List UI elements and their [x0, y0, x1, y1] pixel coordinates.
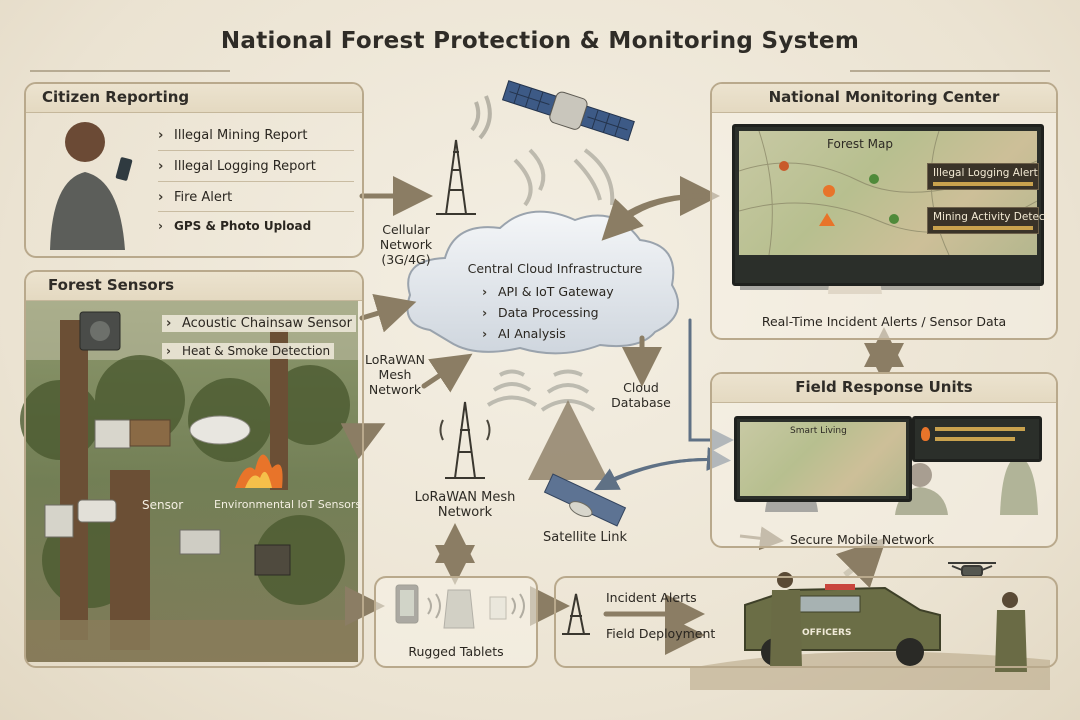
field-map: Smart Living [740, 422, 906, 496]
chevron-right-icon: › [158, 190, 164, 205]
divider [158, 211, 354, 212]
ok-marker [869, 174, 879, 184]
title-rule-left [30, 70, 230, 72]
vehicle-officers-text: OFFICERS [802, 628, 852, 638]
rugged-tablets-panel: Rugged Tablets [374, 576, 538, 668]
forest-sensors-panel: Forest Sensors › Acoustic Chainsaw Sensor… [24, 270, 364, 668]
cloud-database-label: Cloud Database [611, 380, 671, 410]
logging-alert-box: Illegal Logging Alert [927, 163, 1039, 190]
chevron-right-icon: › [158, 219, 163, 233]
field-response-title: Field Response Units [795, 378, 973, 396]
field-response-panel: Field Response Units Smart Living Secure… [710, 372, 1058, 548]
forest-map-title: Forest Map [827, 137, 893, 151]
incident-alerts-label: Incident Alerts [606, 590, 697, 605]
warning-marker [819, 213, 835, 226]
cloud-item-label: API & IoT Gateway [498, 284, 614, 299]
chevron-right-icon: › [166, 344, 171, 358]
forest-map: Forest Map [739, 131, 1037, 255]
citizen-item-logging: › Illegal Logging Report [158, 159, 316, 174]
page-title: National Forest Protection & Monitoring … [220, 28, 860, 54]
rugged-tablets-label: Rugged Tablets [408, 644, 504, 659]
lorawan-mesh-label-top: LoRaWAN Mesh Network [364, 352, 426, 397]
alert-bar [935, 427, 1025, 431]
sensor-item-label: Heat & Smoke Detection [182, 344, 331, 358]
alert-bar [933, 226, 1033, 230]
field-map-label: Smart Living [790, 426, 847, 436]
chevron-right-icon: › [158, 128, 164, 143]
divider [158, 181, 354, 182]
sensor-item-heat: › Heat & Smoke Detection [162, 343, 335, 359]
citizen-item-label: GPS & Photo Upload [174, 219, 312, 233]
forest-sensors-title: Forest Sensors [48, 276, 175, 294]
sensor-item-acoustic: › Acoustic Chainsaw Sensor [162, 315, 356, 332]
cloud-item-processing: › Data Processing [482, 305, 599, 320]
deployment-panel: Incident Alerts Field Deployment OFFICER… [554, 576, 1058, 668]
chevron-right-icon: › [482, 305, 488, 320]
field-alert-screen [912, 416, 1042, 462]
citizen-item-mining: › Illegal Mining Report [158, 128, 307, 143]
alert-bar [935, 437, 1015, 441]
field-response-header [712, 374, 1056, 403]
chevron-right-icon: › [482, 284, 488, 299]
mining-alert-label: Mining Activity Detect [933, 211, 1049, 223]
field-map-screen: Smart Living [734, 416, 912, 502]
cloud-item-gateway: › API & IoT Gateway [482, 284, 614, 299]
chevron-right-icon: › [482, 326, 488, 341]
chevron-right-icon: › [166, 316, 172, 331]
fire-icon [921, 427, 930, 441]
forest-map-screen: Forest Map Illegal Logging Alert Mining … [732, 124, 1049, 286]
fire-marker [779, 161, 789, 171]
logging-alert-label: Illegal Logging Alert [933, 167, 1038, 179]
divider [158, 150, 354, 151]
field-deployment-label: Field Deployment [606, 626, 716, 641]
alert-bar [933, 182, 1033, 186]
satellite-link-label: Satellite Link [543, 530, 627, 545]
forest-sensors-header [26, 272, 362, 301]
monitoring-caption: Real-Time Incident Alerts / Sensor Data [761, 314, 1007, 329]
monitoring-center-header [712, 84, 1056, 113]
citizen-item-label: Illegal Logging Report [174, 159, 316, 174]
citizen-item-gps: › GPS & Photo Upload [158, 219, 311, 233]
secure-network-caption: Secure Mobile Network [790, 532, 935, 547]
sensor-item-label: Acoustic Chainsaw Sensor [182, 316, 352, 331]
monitoring-center-panel: National Monitoring Center Forest Map [710, 82, 1058, 340]
alert-marker [823, 185, 835, 197]
citizen-item-label: Illegal Mining Report [174, 128, 308, 143]
citizen-reporting-title: Citizen Reporting [42, 88, 190, 106]
cellular-network-label: Cellular Network (3G/4G) [379, 222, 433, 267]
citizen-item-fire: › Fire Alert [158, 190, 232, 205]
lorawan-mesh-label-bottom: LoRaWAN Mesh Network [414, 490, 516, 520]
monitoring-center-title: National Monitoring Center [768, 88, 1000, 106]
citizen-reporting-header [26, 84, 362, 113]
iot-sensors-label: Environmental IoT Sensors [214, 498, 362, 511]
mining-alert-box: Mining Activity Detect [927, 207, 1049, 234]
citizen-reporting-panel: Citizen Reporting › Illegal Mining Report… [24, 82, 364, 258]
chevron-right-icon: › [158, 159, 164, 174]
cloud-item-label: AI Analysis [498, 326, 566, 341]
sensor-label: Sensor [142, 498, 184, 512]
cloud-item-ai: › AI Analysis [482, 326, 566, 341]
cloud-title: Central Cloud Infrastructure [467, 261, 643, 276]
title-rule-right [850, 70, 1050, 72]
citizen-item-label: Fire Alert [174, 190, 233, 205]
ok-marker [889, 214, 899, 224]
cloud-item-label: Data Processing [498, 305, 599, 320]
